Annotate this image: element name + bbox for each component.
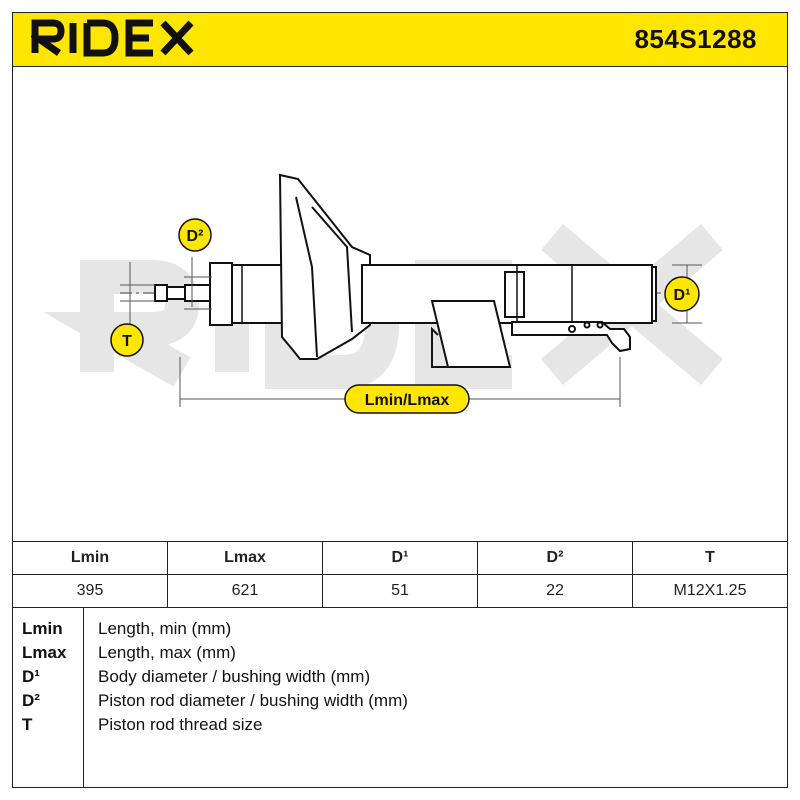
legend-desc: Length, max (mm) [98,643,236,662]
length-badge [344,384,470,414]
ridex-logo [31,19,194,57]
t-label: T [122,333,132,350]
legend: Lmin Length, min (mm) Lmax Length, max (… [12,607,788,788]
spec-header-d2: D² [477,541,633,575]
legend-key: D² [22,691,40,710]
shock-body [154,173,657,368]
spec-header-row: Lmin Lmax D¹ D² T [12,541,788,575]
shock-absorber-drawing: D² T D¹ Lmin/Lmax [12,67,788,541]
t-dimension [120,262,155,327]
spec-header-lmax: Lmax [167,541,323,575]
legend-desc: Length, min (mm) [98,619,232,638]
body-edge-lines [241,265,573,323]
d2-dimension [184,257,212,310]
spec-value-lmax: 621 [167,574,323,608]
legend-desc: Piston rod thread size [98,715,263,734]
spec-value-row: 395 621 51 22 M12X1.25 [12,574,788,608]
legend-row: T Piston rod thread size [12,715,788,739]
spec-header-d1: D¹ [322,541,478,575]
legend-desc: Piston rod diameter / bushing width (mm) [98,691,408,710]
legend-key: Lmax [22,643,67,662]
spec-value-d2: 22 [477,574,633,608]
t-badge [110,323,144,357]
legend-key: Lmin [22,619,63,638]
header-bar: 854S1288 [12,12,788,67]
spec-value-t: M12X1.25 [632,574,788,608]
legend-divider [83,607,84,788]
d1-badge [664,276,700,312]
legend-row: Lmax Length, max (mm) [12,643,788,667]
length-label: Lmin/Lmax [365,392,450,409]
d1-label: D¹ [674,287,691,304]
spec-header-t: T [632,541,788,575]
legend-key: T [22,715,33,734]
legend-row: D² Piston rod diameter / bushing width (… [12,691,788,715]
legend-row: D¹ Body diameter / bushing width (mm) [12,667,788,691]
d2-label: D² [187,228,204,245]
drawing-svg: D² T D¹ Lmin/Lmax [43,173,723,414]
spec-header-lmin: Lmin [12,541,168,575]
legend-desc: Body diameter / bushing width (mm) [98,667,371,686]
part-number: 854S1288 [634,24,757,54]
spec-value-lmin: 395 [12,574,168,608]
d2-badge [178,218,212,252]
spec-table: Lmin Lmax D¹ D² T 395 621 51 22 M12X1.25 [12,541,788,608]
legend-row: Lmin Length, min (mm) [12,619,788,643]
spec-value-d1: 51 [322,574,478,608]
legend-key: D¹ [22,667,40,686]
